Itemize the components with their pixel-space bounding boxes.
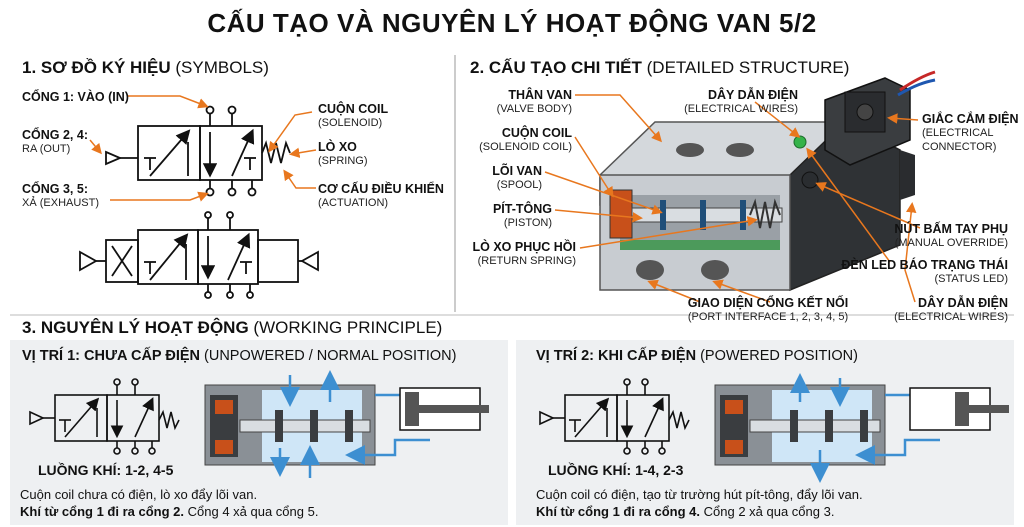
pos1-description: Cuộn coil chưa có điện, lò xo đẩy lõi va… <box>20 486 318 520</box>
label-status-led: ĐÈN LED BÁO TRẠNG THÁI(STATUS LED) <box>841 258 1008 285</box>
label-spool: LÕI VAN(SPOOL) <box>492 164 542 191</box>
label-actuation: CƠ CẤU ĐIỀU KHIỂN(ACTUATION) <box>318 182 444 209</box>
label-spring: LÒ XO(SPRING) <box>318 140 368 167</box>
label-piston: PÍT-TÔNG(PISTON) <box>492 202 552 229</box>
pos2-line2: Khí từ cổng 1 đi ra cổng 4. Cổng 2 xả qu… <box>536 504 835 519</box>
structure-leaders <box>544 94 921 303</box>
pos2-heading-sub: (POWERED POSITION) <box>700 348 858 364</box>
pos2-cutaway <box>714 373 1009 483</box>
label-wires-bottom: DÂY DẪN ĐIỆN(ELECTRICAL WIRES) <box>894 296 1008 323</box>
pos1-cutaway <box>204 370 489 478</box>
pos1-heading: VỊ TRÍ 1: CHƯA CẤP ĐIỆN (UNPOWERED / NOR… <box>22 348 456 364</box>
label-port24: CỔNG 2, 4:RA (OUT) <box>22 128 88 155</box>
label-port1: CỔNG 1: VÀO (IN) <box>22 90 129 104</box>
label-return-spring: LÒ XO PHỤC HỒI(RETURN SPRING) <box>472 240 576 267</box>
valve-cutaway <box>599 70 936 292</box>
pos2-flow: LUỒNG KHÍ: 1-4, 2-3 <box>548 462 684 478</box>
pos1-line2: Khí từ cổng 1 đi ra cổng 2. Cổng 4 xả qu… <box>20 504 319 519</box>
section-1-main: 1. SƠ ĐỒ KÝ HIỆU <box>22 58 171 77</box>
label-coil: CUỘN COIL(SOLENOID) <box>318 102 389 129</box>
pos1-flow: LUỒNG KHÍ: 1-2, 4-5 <box>38 462 174 478</box>
section-3-heading: 3. NGUYÊN LÝ HOẠT ĐỘNG (WORKING PRINCIPL… <box>22 318 442 338</box>
section-2-heading: 2. CẤU TẠO CHI TIẾT (DETAILED STRUCTURE) <box>470 58 849 78</box>
pos1-heading-main: VỊ TRÍ 1: CHƯA CẤP ĐIỆN <box>22 348 200 364</box>
valve-symbol-1 <box>105 105 291 197</box>
label-solenoid-coil: CUỘN COIL(SOLENOID COIL) <box>479 126 572 153</box>
symbol-leaders <box>89 95 317 202</box>
section-3-sub: (WORKING PRINCIPLE) <box>253 318 443 337</box>
pos1-heading-sub: (UNPOWERED / NORMAL POSITION) <box>204 348 457 364</box>
label-wires-top: DÂY DẪN ĐIỆN(ELECTRICAL WIRES) <box>684 88 798 115</box>
section-1-sub: (SYMBOLS) <box>175 58 269 77</box>
valve-symbol-2 <box>79 211 319 299</box>
label-manual-override: NÚT BẤM TAY PHỤ(MANUAL OVERRIDE) <box>894 222 1008 249</box>
section-1-heading: 1. SƠ ĐỒ KÝ HIỆU (SYMBOLS) <box>22 58 269 78</box>
section-2-sub: (DETAILED STRUCTURE) <box>646 58 850 77</box>
label-valve-body: THÂN VAN(VALVE BODY) <box>496 88 572 115</box>
section-2-main: 2. CẤU TẠO CHI TIẾT <box>470 58 642 77</box>
pos2-symbol <box>539 378 690 455</box>
pos2-heading-main: VỊ TRÍ 2: KHI CẤP ĐIỆN <box>536 348 697 364</box>
section-3-main: 3. NGUYÊN LÝ HOẠT ĐỘNG <box>22 318 249 337</box>
page-title: CẤU TẠO VÀ NGUYÊN LÝ HOẠT ĐỘNG VAN 5/2 <box>207 8 817 38</box>
pos2-description: Cuộn coil có điện, tạo từ trường hút pít… <box>536 486 863 520</box>
pos1-symbol <box>29 378 180 455</box>
pos2-line1: Cuộn coil có điện, tạo từ trường hút pít… <box>536 487 863 502</box>
label-port35: CỔNG 3, 5:XẢ (EXHAUST) <box>22 182 100 209</box>
pos2-heading: VỊ TRÍ 2: KHI CẤP ĐIỆN (POWERED POSITION… <box>536 348 858 364</box>
pos1-line1: Cuộn coil chưa có điện, lò xo đẩy lõi va… <box>20 487 258 502</box>
label-port-interface: GIAO DIỆN CỔNG KẾT NỐI(PORT INTERFACE 1,… <box>687 296 849 323</box>
